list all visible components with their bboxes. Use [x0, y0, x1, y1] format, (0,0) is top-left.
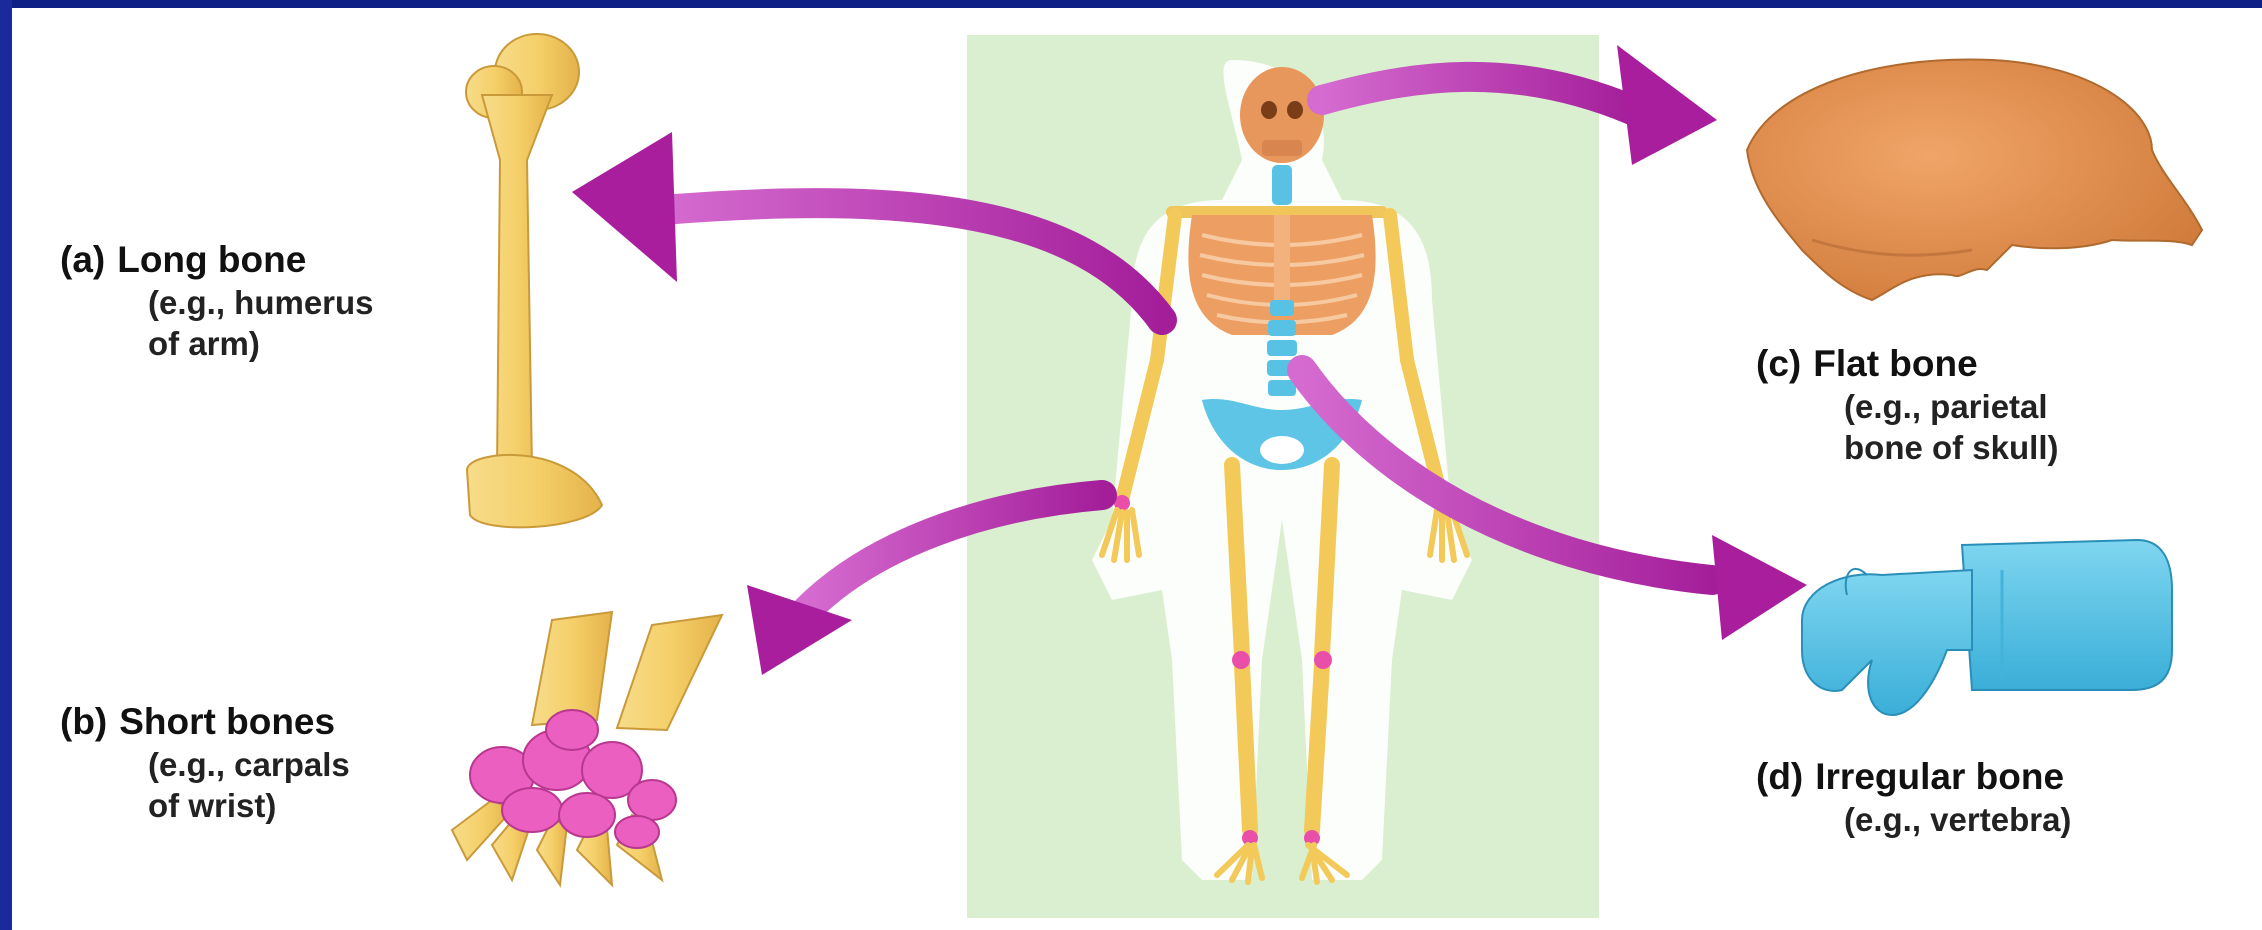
label-title-text: Short bones: [119, 701, 335, 742]
label-long-bone-title: (a) Long bone: [60, 238, 374, 282]
label-flat-bone: (c) Flat bone (e.g., parietal bone of sku…: [1756, 342, 2059, 468]
label-flat-bone-title: (c) Flat bone: [1756, 342, 2059, 386]
bone-classification-diagram: (a) Long bone (e.g., humerus of arm) (b) S…: [12, 0, 2262, 930]
left-border: [0, 0, 12, 930]
label-irregular-bone-title: (d) Irregular bone: [1756, 755, 2071, 799]
carpals-illustration: [452, 612, 722, 885]
label-short-bones: (b) Short bones (e.g., carpals of wrist): [60, 700, 350, 826]
vertebra-illustration: [1802, 540, 2172, 715]
label-example-line1: (e.g., vertebra): [1844, 799, 2071, 840]
label-letter: (c): [1756, 343, 1801, 384]
label-title-text: Irregular bone: [1815, 756, 2064, 797]
label-long-bone: (a) Long bone (e.g., humerus of arm): [60, 238, 374, 364]
parietal-bone-illustration: [1747, 60, 2202, 300]
label-title-text: Long bone: [117, 239, 306, 280]
label-irregular-bone: (d) Irregular bone (e.g., vertebra): [1756, 755, 2071, 840]
humerus-illustration: [466, 34, 602, 527]
label-example-line1: (e.g., humerus: [148, 282, 374, 323]
label-example-line2: of arm): [148, 323, 374, 364]
label-letter: (a): [60, 239, 105, 280]
label-title-text: Flat bone: [1813, 343, 1977, 384]
label-example-line1: (e.g., carpals: [148, 744, 350, 785]
label-short-bones-title: (b) Short bones: [60, 700, 350, 744]
label-example-line1: (e.g., parietal: [1844, 386, 2059, 427]
label-example-line2: of wrist): [148, 785, 350, 826]
label-letter: (d): [1756, 756, 1803, 797]
label-letter: (b): [60, 701, 107, 742]
label-example-line2: bone of skull): [1844, 427, 2059, 468]
